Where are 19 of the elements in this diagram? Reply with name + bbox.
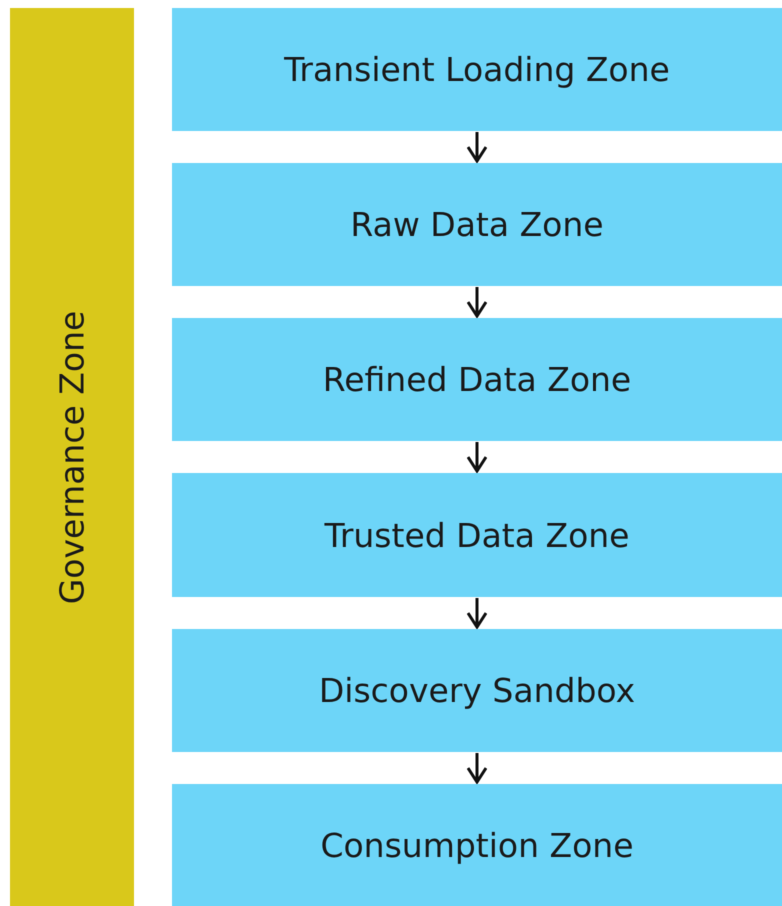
arrow (466, 753, 488, 784)
arrow (466, 287, 488, 318)
arrow (466, 132, 488, 162)
zone-label: Discovery Sandbox (318, 671, 636, 710)
zone-label: Transient Loading Zone (284, 50, 670, 89)
zone-label: Raw Data Zone (350, 205, 604, 244)
arrow (466, 442, 488, 472)
zone-box (172, 318, 782, 441)
zone-box (172, 8, 782, 131)
zone-box (172, 629, 782, 752)
governance-band (10, 8, 134, 906)
zone-label: Consumption Zone (320, 826, 634, 864)
zone-box (172, 163, 782, 286)
zone-label: Refined Data Zone (322, 360, 632, 399)
zone-box (172, 473, 782, 597)
zone-box (172, 784, 782, 906)
band-label: Governance Zone (52, 310, 92, 604)
zone-label: Trusted Data Zone (324, 516, 630, 554)
arrow (466, 598, 488, 628)
